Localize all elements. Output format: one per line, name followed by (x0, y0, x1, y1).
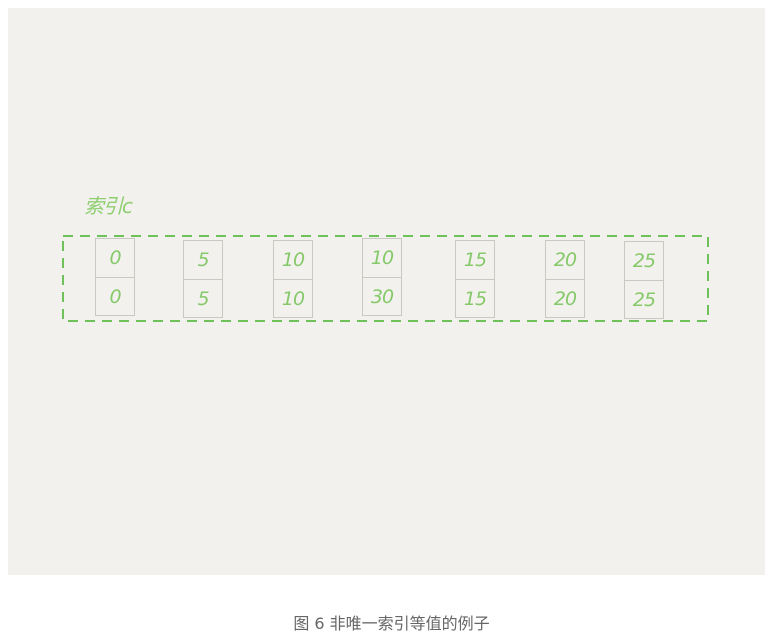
entry-id-value: 0 (96, 277, 134, 315)
entry-c-value: 10 (281, 249, 305, 271)
entry-c-value: 5 (197, 249, 209, 271)
entry-c-value: 25 (632, 250, 656, 272)
entry-id-value: 5 (184, 279, 222, 317)
entry-id-value: 20 (546, 279, 584, 317)
entry-id-value: 10 (274, 279, 312, 317)
entry-id-value: 15 (456, 279, 494, 317)
figure-caption: 图 6 非唯一索引等值的例子 (293, 614, 490, 633)
entry-c-value: 0 (109, 247, 121, 269)
entry-id-value: 30 (363, 277, 401, 315)
index-c-label: 索引c (84, 194, 133, 218)
entry-c-value: 15 (463, 249, 487, 271)
entry-id-value: 25 (625, 280, 663, 318)
entry-c-value: 10 (370, 247, 394, 269)
entry-c-value: 20 (553, 249, 577, 271)
